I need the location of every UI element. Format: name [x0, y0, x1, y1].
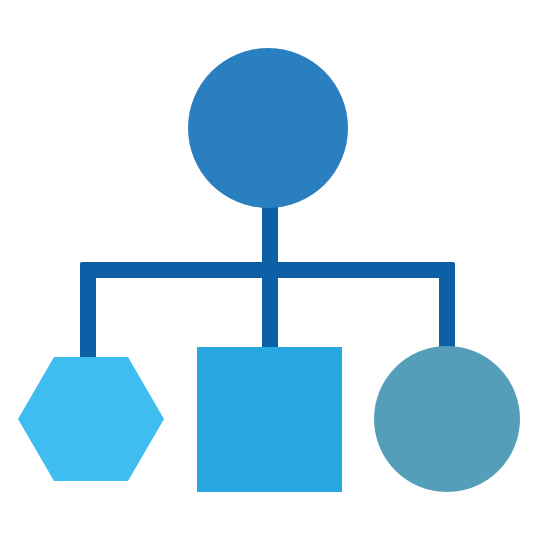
- connector-right-drop: [439, 262, 455, 354]
- child-node-circle: [374, 346, 520, 492]
- connector-group: [80, 200, 455, 362]
- connector-root-stem: [262, 200, 278, 274]
- connector-left-drop: [80, 262, 96, 362]
- connector-middle-drop: [262, 270, 278, 352]
- child-node-hexagon: [18, 357, 164, 481]
- child-node-square: [197, 347, 342, 492]
- root-node-circle: [188, 48, 348, 208]
